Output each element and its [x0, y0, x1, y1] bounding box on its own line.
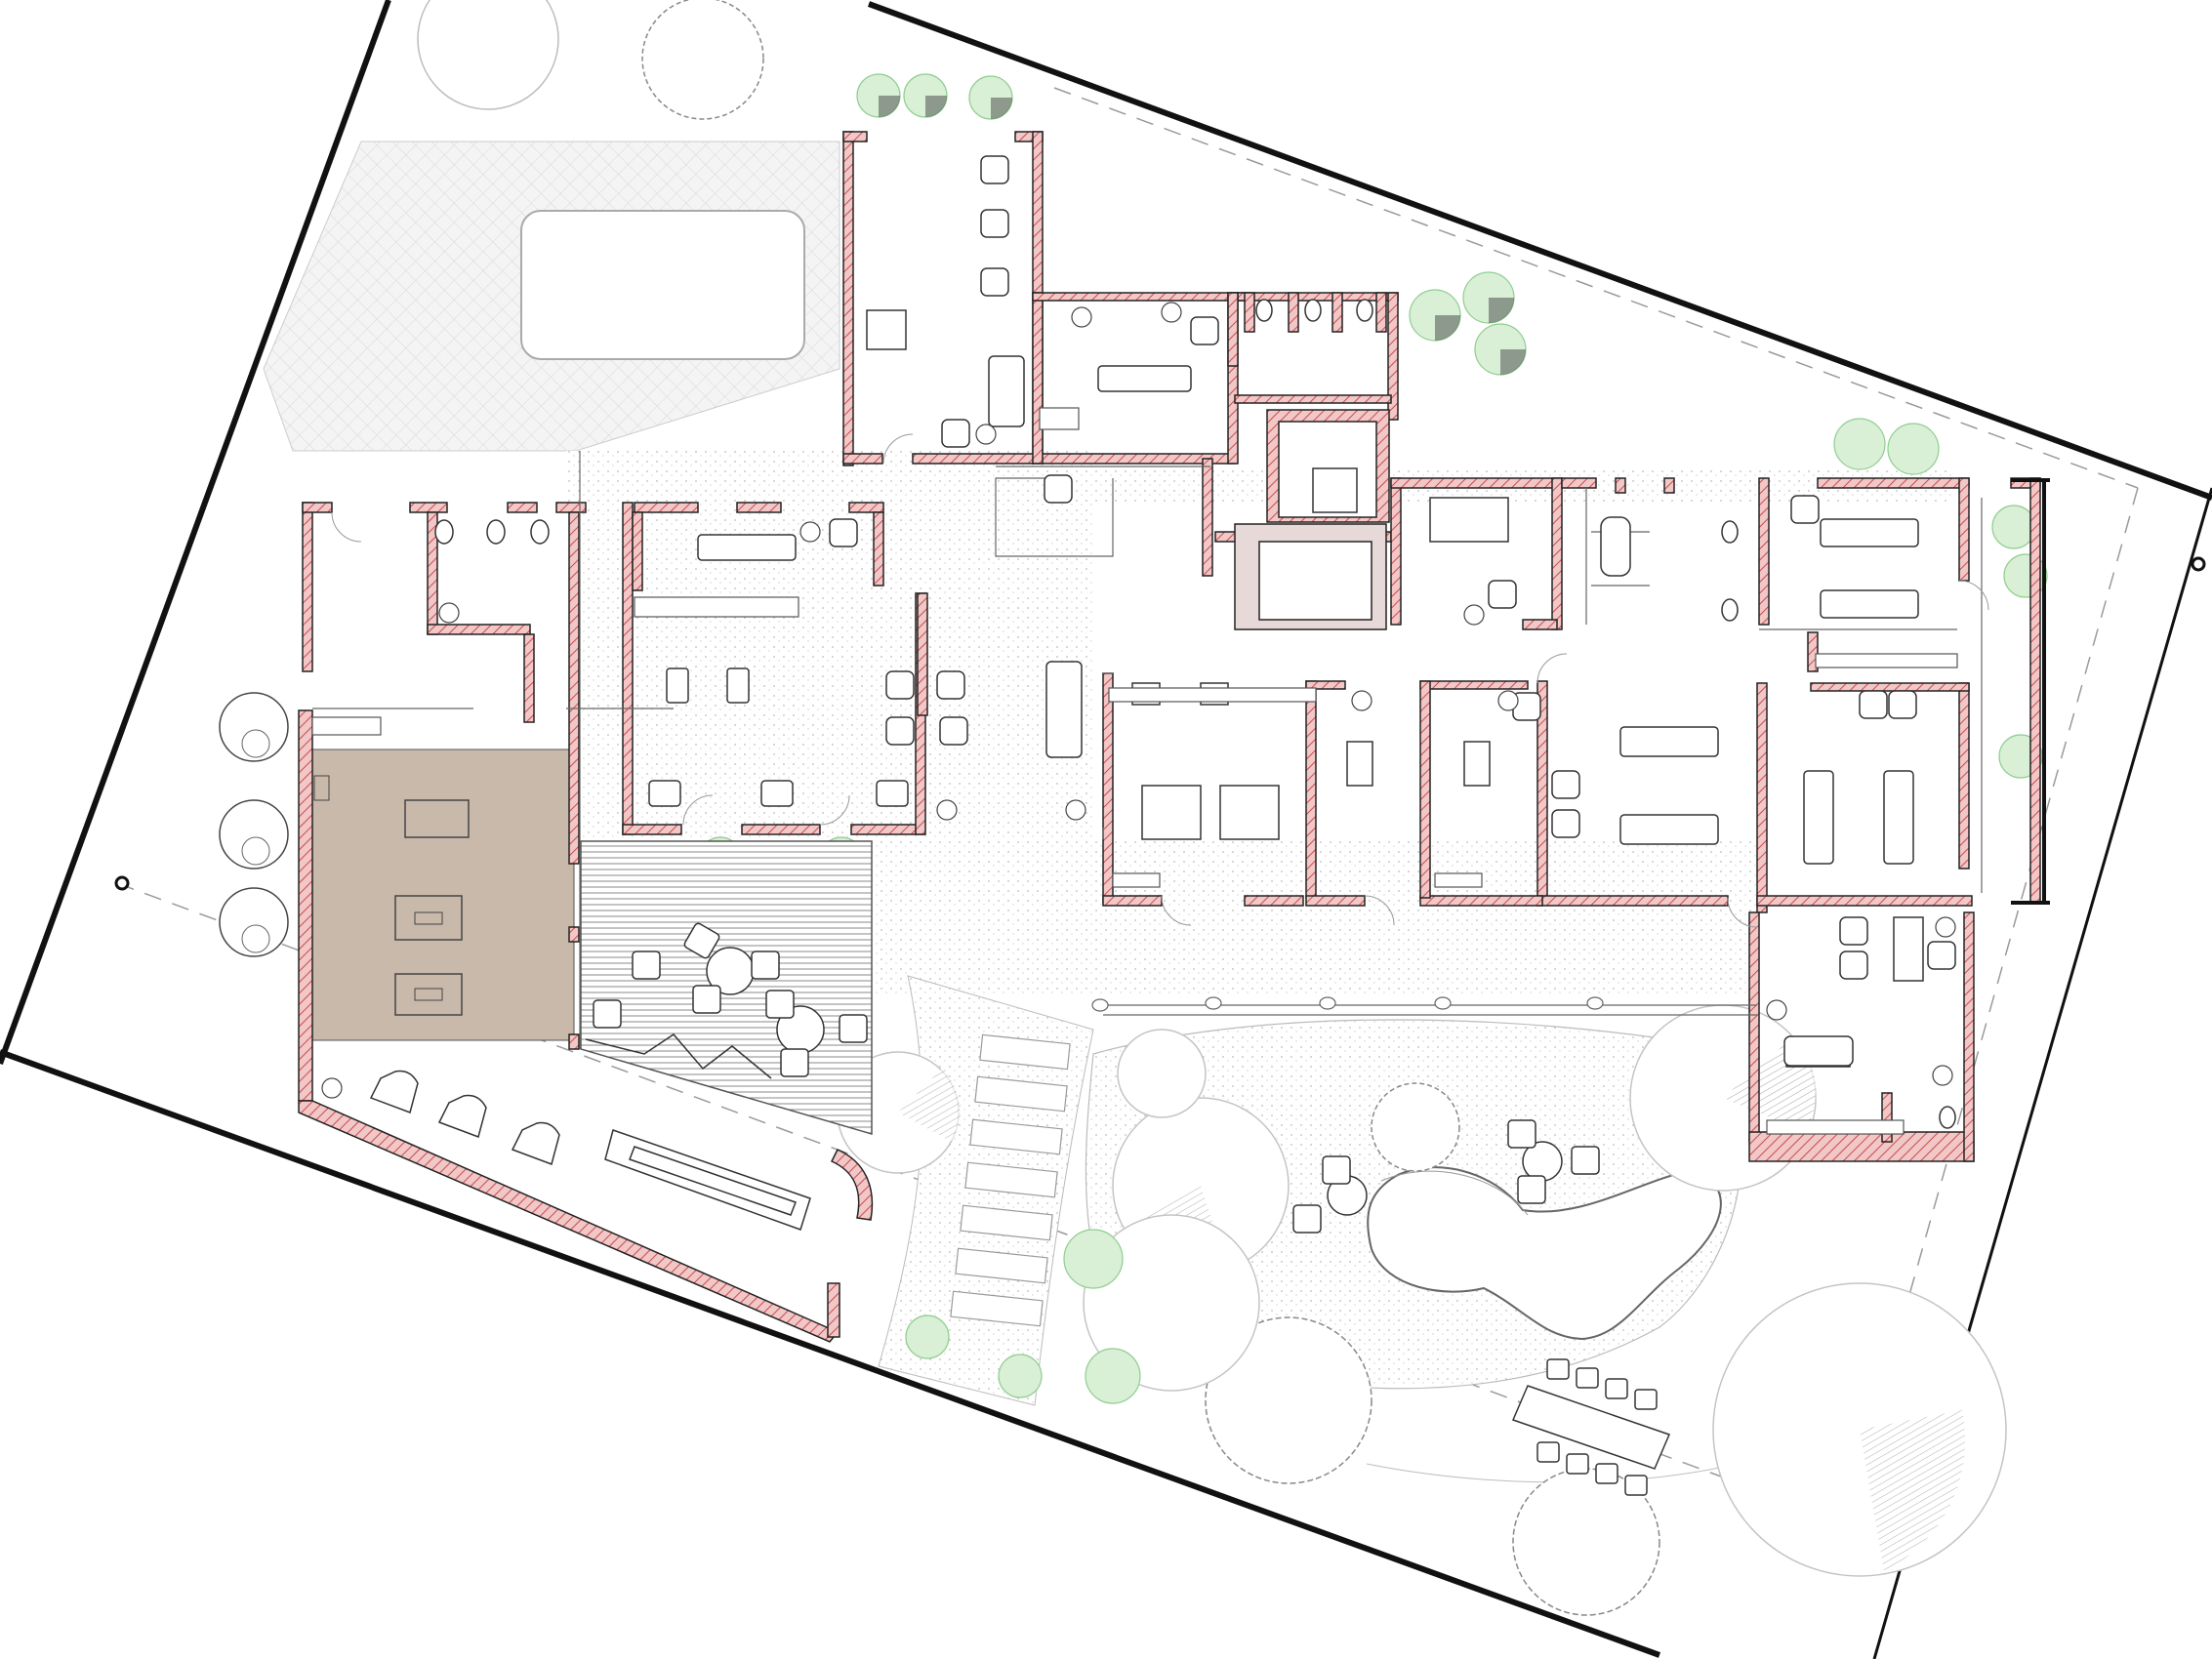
terrace-tables [593, 922, 1600, 1234]
bench-inner [629, 1146, 797, 1216]
parking-area [263, 141, 840, 452]
shrub-quadrants [879, 96, 1526, 375]
bath [1600, 516, 1631, 577]
sofa [1045, 661, 1083, 758]
dining-chairs [1536, 1358, 1658, 1496]
toilets [434, 299, 1956, 1129]
desk [1893, 916, 1924, 982]
dining-table [1511, 1385, 1671, 1470]
potted-plants [321, 302, 1956, 1099]
bollards [1091, 996, 1604, 1012]
counters [311, 407, 1958, 1135]
exterior-wall [2011, 478, 2050, 905]
treatment-bed [697, 365, 1919, 865]
shrubs [698, 73, 2048, 1404]
waiting-chairs [648, 668, 909, 807]
furniture [369, 155, 1956, 1496]
bar-stools [369, 1070, 560, 1165]
reclining-chair [1783, 1035, 1854, 1067]
desk [866, 309, 907, 350]
highlighted-room [311, 749, 575, 1041]
sofa [988, 355, 1025, 427]
bench [604, 1129, 811, 1231]
armchairs [829, 155, 1956, 980]
building-walls [298, 131, 2041, 1343]
desk [1312, 467, 1358, 513]
doors [331, 433, 1989, 928]
pond [1367, 1166, 1722, 1341]
desk [1429, 497, 1509, 543]
